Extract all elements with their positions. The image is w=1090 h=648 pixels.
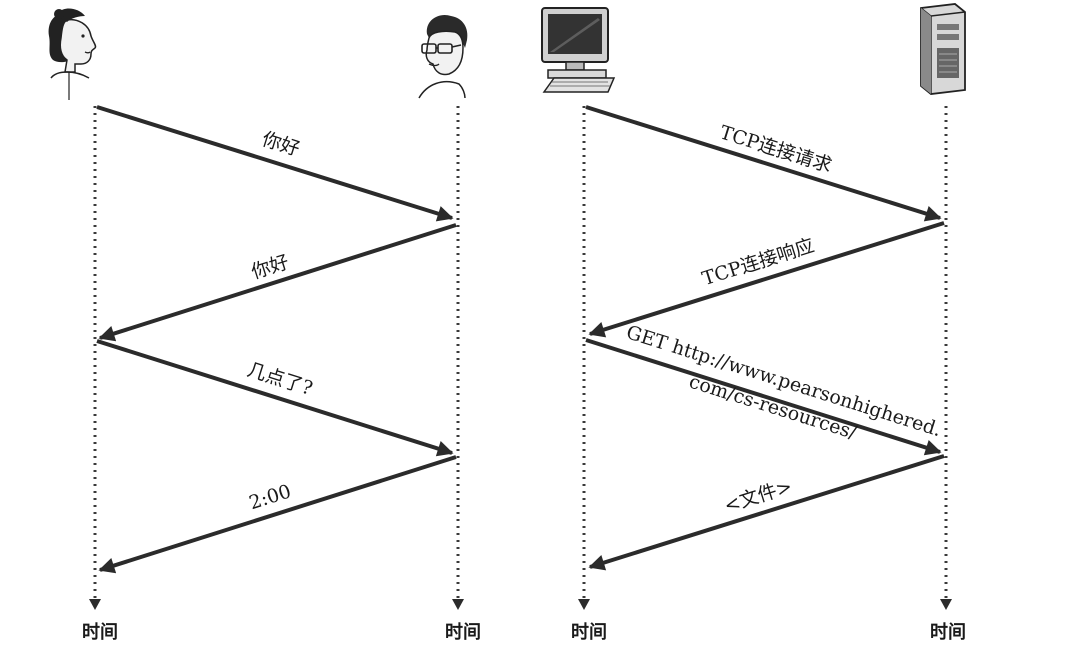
message-arrow [588,221,945,338]
timeline-client [578,106,590,610]
message-label: GET http://www.pearsonhighered. [624,321,944,441]
message-arrow [588,454,945,571]
message-arrow [96,339,454,457]
message-arrow [585,105,942,222]
message-label: <文件> [722,475,795,517]
message-arrow [585,338,942,456]
message-label: 几点了? [244,359,315,400]
timeline-woman [89,106,101,610]
timeline-man [452,106,464,610]
server-tower-icon [920,3,966,95]
message-label: TCP连接请求 [717,121,834,177]
message-arrow [96,105,454,222]
time-label: 时间 [930,622,966,643]
man-icon [418,14,468,99]
desktop-computer-icon [541,7,616,93]
message-label: 你好 [259,128,302,160]
time-label: 时间 [571,622,607,643]
timeline-server [940,106,952,610]
woman-icon [48,8,97,100]
message-arrow [98,455,457,574]
time-label: 时间 [82,622,118,643]
time-label: 时间 [445,622,481,643]
message-arrow [98,223,457,342]
